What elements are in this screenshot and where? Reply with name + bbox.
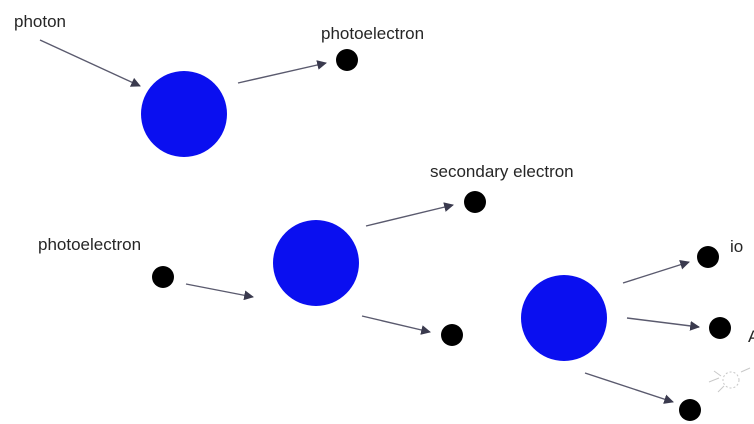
photoelectron-left-label: photoelectron (38, 235, 141, 254)
scattered-electron (441, 324, 463, 346)
electron-bottom (679, 399, 701, 421)
photoelectron-arrow-top (237, 60, 327, 84)
secondary-electron (464, 191, 486, 213)
photoelectron-incoming (152, 266, 174, 288)
photon-arrow (39, 39, 141, 87)
partial-a-label: A (748, 327, 754, 346)
ion-particle (697, 246, 719, 268)
atom-top (141, 71, 227, 157)
electron-right-arrow (626, 317, 700, 331)
incoming-electron-arrow (185, 283, 254, 301)
electron-bottom-arrow (584, 372, 674, 404)
photoelectron-top (336, 49, 358, 71)
photoelectron-top-label: photoelectron (321, 24, 424, 43)
atom-middle (273, 220, 359, 306)
secondary-electron-arrow (365, 202, 454, 227)
ion-arrow (622, 260, 690, 284)
electron-right (709, 317, 731, 339)
photon-label: photon (14, 12, 66, 31)
scattered-electron-arrow (361, 315, 431, 335)
atom-right (521, 275, 607, 361)
faint-emission-icon (708, 367, 751, 393)
secondary-electron-label: secondary electron (430, 162, 574, 181)
ion-label: io (730, 237, 743, 256)
